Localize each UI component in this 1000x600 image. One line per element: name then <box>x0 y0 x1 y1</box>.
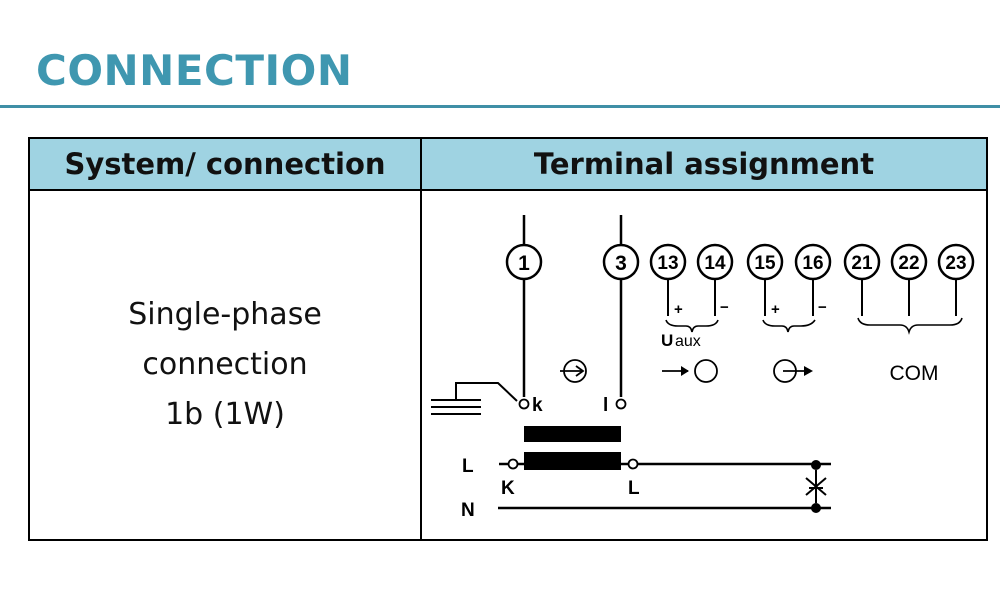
svg-text:+: + <box>771 301 780 318</box>
system-line: 1b (1W) <box>165 397 285 432</box>
svg-text:22: 22 <box>898 253 919 274</box>
svg-text:aux: aux <box>675 333 701 350</box>
svg-text:K: K <box>501 478 515 499</box>
svg-text:U: U <box>661 331 673 350</box>
terminal-15: 15 <box>746 243 784 281</box>
svg-text:L: L <box>462 456 474 477</box>
svg-text:COM: COM <box>890 362 939 385</box>
system-cell: Single-phase connection 1b (1W) <box>28 189 422 541</box>
svg-text:l: l <box>603 395 608 416</box>
svg-text:16: 16 <box>802 253 823 274</box>
line-L: L <box>462 456 831 477</box>
svg-text:−: − <box>720 299 729 316</box>
relay-output-leads: + − <box>762 279 827 333</box>
terminal-1: 1 <box>505 243 543 281</box>
load-icon <box>805 460 827 513</box>
svg-text:L: L <box>628 478 640 499</box>
current-input-icon <box>560 359 587 383</box>
title-underline <box>0 105 1000 108</box>
svg-text:23: 23 <box>945 253 966 274</box>
svg-text:−: − <box>818 299 827 316</box>
wiring-diagram: 1 3 13 14 15 <box>431 215 975 521</box>
terminal-21: 21 <box>843 243 881 281</box>
svg-text:1: 1 <box>518 252 530 275</box>
terminal-13: 13 <box>649 243 687 281</box>
svg-text:k: k <box>532 395 543 416</box>
ct-primary: K L <box>499 452 640 499</box>
ground-icon <box>431 382 518 415</box>
svg-text:13: 13 <box>657 253 678 274</box>
aux-supply-icon <box>662 359 718 383</box>
terminal-22: 22 <box>890 243 928 281</box>
relay-output-icon <box>773 359 813 383</box>
connection-table: System/ connection Terminal assignment S… <box>28 137 988 541</box>
table-row: Single-phase connection 1b (1W) 1 <box>28 189 988 541</box>
com-port-leads: COM <box>857 279 963 385</box>
terminal-diagram-cell: 1 3 13 14 15 <box>420 189 988 541</box>
svg-text:21: 21 <box>851 253 873 274</box>
system-line: Single-phase <box>128 297 322 332</box>
svg-text:+: + <box>674 301 683 318</box>
line-N: N <box>461 500 831 521</box>
header-system-connection: System/ connection <box>28 137 422 191</box>
terminal-14: 14 <box>696 243 734 281</box>
ct-secondary: k l <box>518 395 627 442</box>
header-terminal-assignment: Terminal assignment <box>420 137 988 191</box>
system-line: connection <box>142 347 308 382</box>
terminal-3: 3 <box>602 243 640 281</box>
svg-text:3: 3 <box>615 252 627 275</box>
svg-text:N: N <box>461 500 475 521</box>
svg-text:15: 15 <box>754 253 776 274</box>
svg-text:14: 14 <box>704 253 726 274</box>
terminal-23: 23 <box>937 243 975 281</box>
terminal-16: 16 <box>794 243 832 281</box>
aux-supply-leads: + − U aux <box>661 279 729 350</box>
page-title: CONNECTION <box>36 46 353 95</box>
